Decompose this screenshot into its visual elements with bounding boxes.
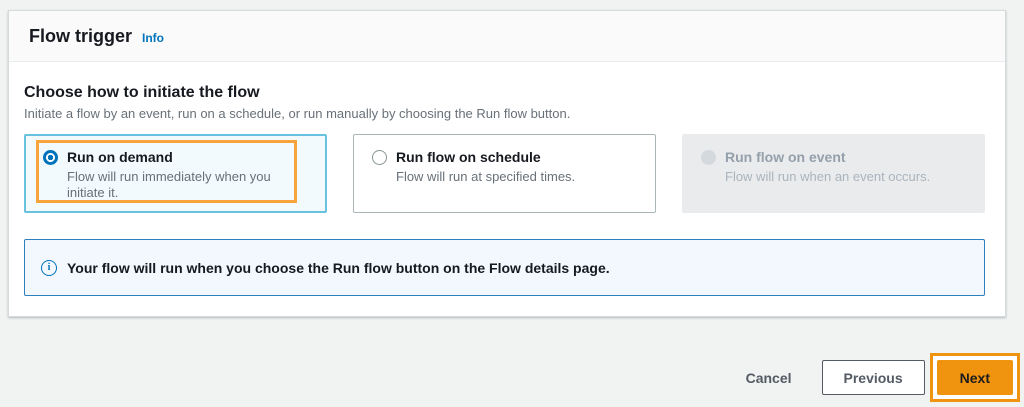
radio-disabled-icon [701, 150, 716, 166]
option-label: Run flow on schedule [396, 149, 541, 166]
option-description: Flow will run when an event occurs. [725, 169, 931, 185]
next-button[interactable]: Next [936, 360, 1013, 395]
radio-selected-icon[interactable] [43, 150, 58, 166]
flow-trigger-panel: Flow trigger Info Choose how to initiate… [8, 10, 1006, 317]
info-alert-text: Your flow will run when you choose the R… [67, 259, 610, 276]
option-description: Flow will run at specified times. [396, 169, 576, 185]
option-text: Run flow on schedule Flow will run at sp… [396, 149, 575, 185]
option-card-run-flow-on-event: Run flow on event Flow will run when an … [682, 134, 985, 214]
panel-title: Flow trigger [29, 25, 132, 46]
info-link[interactable]: Info [142, 31, 164, 45]
trigger-option-group: Run on demand Flow will run immediately … [24, 134, 985, 214]
option-text: Run on demand Flow will run immediately … [67, 149, 285, 201]
option-card-run-flow-on-schedule[interactable]: Run flow on schedule Flow will run at sp… [353, 134, 656, 214]
option-text: Run flow on event Flow will run when an … [725, 149, 930, 185]
previous-button[interactable]: Previous [821, 360, 925, 395]
option-label: Run on demand [67, 149, 173, 166]
info-icon: i [41, 259, 57, 276]
wizard-footer: Cancel Previous Next [742, 353, 1020, 402]
info-alert: i Your flow will run when you choose the… [24, 239, 985, 297]
option-card-run-on-demand[interactable]: Run on demand Flow will run immediately … [24, 134, 327, 214]
option-description: Flow will run immediately when you initi… [67, 169, 271, 201]
panel-header: Flow trigger Info [9, 11, 1005, 62]
highlight-annotation-box: Next [929, 353, 1020, 402]
option-label: Run flow on event [725, 149, 846, 166]
section-heading: Choose how to initiate the flow [24, 84, 260, 101]
panel-body: Choose how to initiate the flow Initiate… [9, 62, 1005, 297]
radio-unselected-icon[interactable] [372, 150, 387, 166]
section-description: Initiate a flow by an event, run on a sc… [24, 106, 571, 122]
cancel-button[interactable]: Cancel [742, 370, 796, 386]
